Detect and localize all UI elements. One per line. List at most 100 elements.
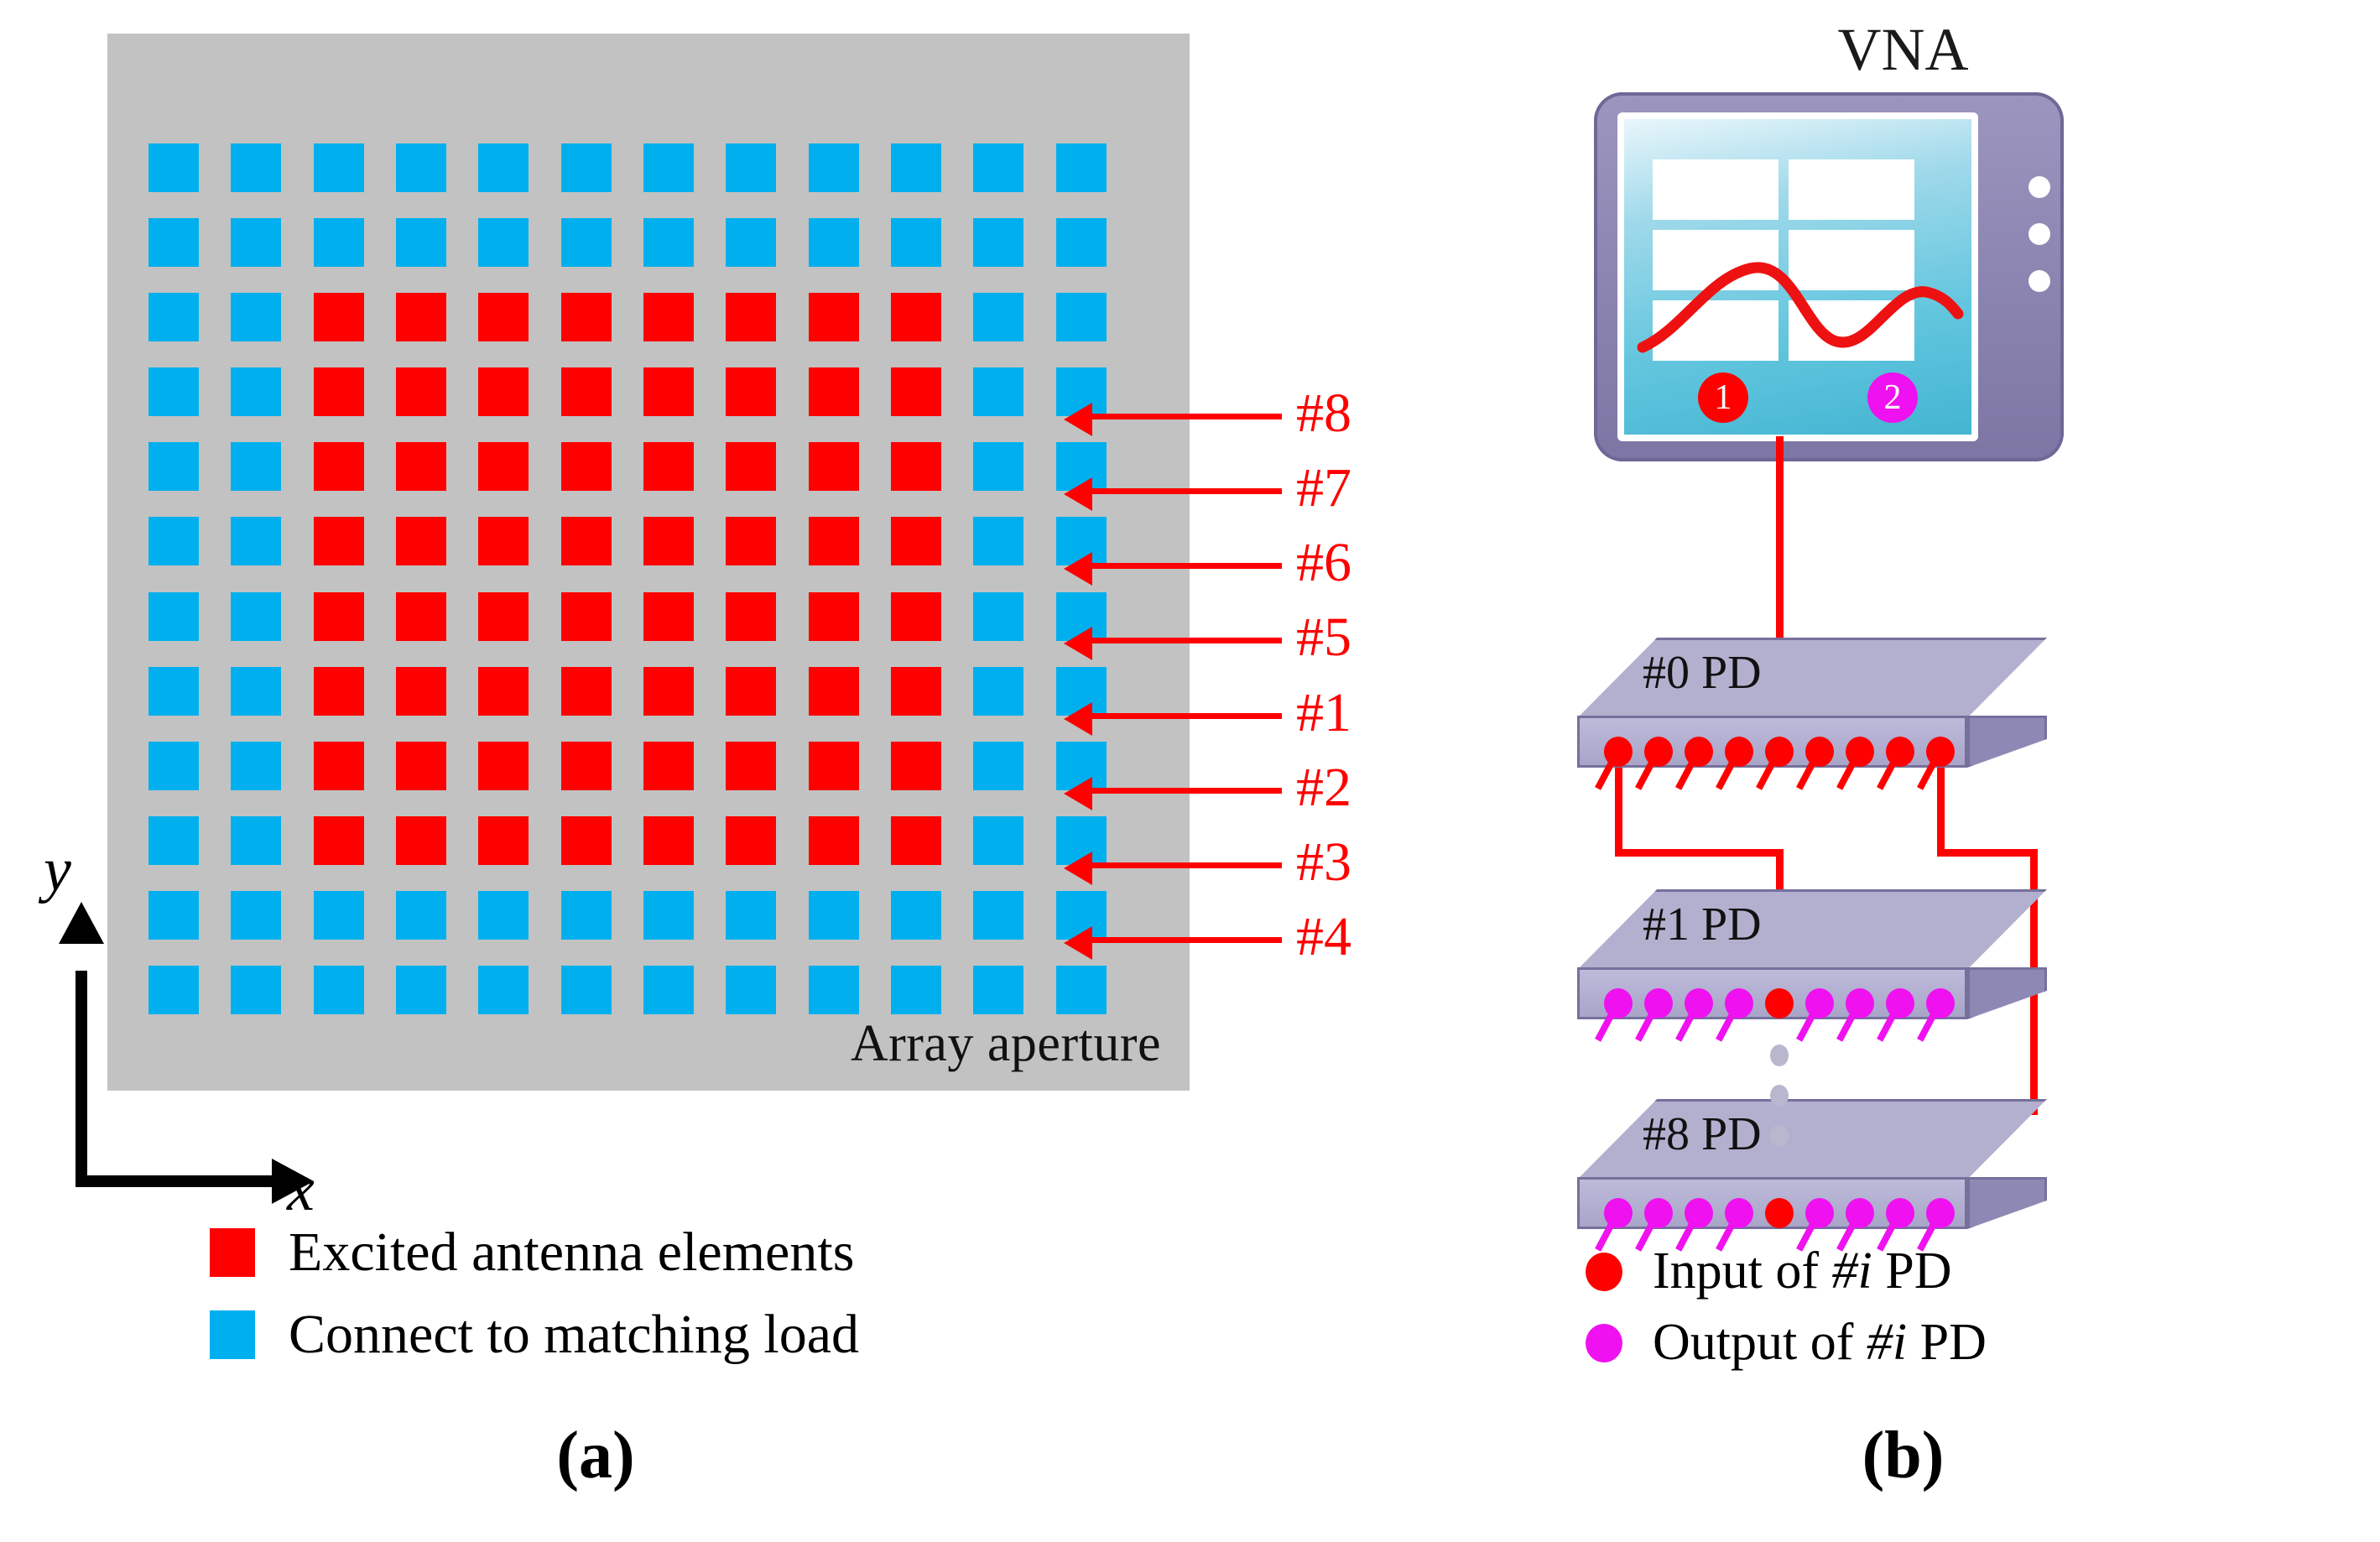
- antenna-element-excited: [891, 517, 942, 566]
- antenna-cell: [710, 728, 792, 803]
- pd-input-pin: [1765, 1198, 1794, 1228]
- antenna-element-matched: [973, 517, 1024, 566]
- antenna-cell: [628, 205, 710, 279]
- antenna-element-matched: [313, 143, 364, 192]
- antenna-cell: [710, 953, 792, 1028]
- antenna-element-matched: [231, 741, 282, 790]
- antenna-cell: [462, 728, 544, 803]
- antenna-element-excited: [560, 442, 612, 492]
- antenna-element-matched: [973, 217, 1024, 267]
- array-aperture-label: Array aperture: [850, 1015, 1161, 1072]
- antenna-element-matched: [560, 966, 612, 1015]
- antenna-element-excited: [396, 442, 447, 492]
- antenna-element-excited: [808, 816, 859, 866]
- pd-output-pin: [1926, 988, 1955, 1018]
- panel-b-measurement-setup: VNA 1 2: [1426, 0, 2380, 1542]
- antenna-element-excited: [808, 741, 859, 790]
- antenna-element-matched: [808, 966, 859, 1015]
- antenna-cell: [793, 130, 875, 205]
- antenna-cell: [215, 354, 297, 429]
- antenna-element-excited: [726, 741, 777, 790]
- antenna-element-excited: [560, 816, 612, 866]
- antenna-cell: [298, 130, 380, 205]
- vna-button-group[interactable]: [2028, 176, 2050, 317]
- antenna-element-matched: [396, 217, 447, 267]
- antenna-element-excited: [560, 517, 612, 566]
- antenna-element-matched: [148, 143, 200, 192]
- pd-output-pin: [1805, 1198, 1834, 1228]
- legend-label: Connect to matching load: [289, 1304, 860, 1365]
- antenna-element-excited: [560, 292, 612, 341]
- pd-output-pin: [1725, 988, 1753, 1018]
- antenna-element-matched: [560, 143, 612, 192]
- vna-button-3[interactable]: [2028, 270, 2050, 292]
- antenna-element-matched: [891, 217, 942, 267]
- vna-port-2-marker[interactable]: 2: [1867, 372, 1918, 423]
- row-label: #7: [1296, 457, 1351, 519]
- antenna-element-matched: [726, 891, 777, 940]
- antenna-element-excited: [313, 292, 364, 341]
- antenna-element-matched: [973, 966, 1024, 1015]
- pd-board-top-face: [1577, 638, 2047, 718]
- x-axis-line: [76, 1175, 275, 1187]
- antenna-cell: [298, 279, 380, 354]
- antenna-element-grid: [133, 130, 1122, 1028]
- antenna-cell: [462, 205, 544, 279]
- antenna-element-excited: [808, 666, 859, 716]
- antenna-cell: [793, 504, 875, 579]
- pd-board-label: #8 PD: [1643, 1108, 1762, 1160]
- antenna-cell: [957, 803, 1039, 878]
- antenna-cell: [628, 579, 710, 654]
- vna-screen-pane: [1653, 159, 1778, 220]
- antenna-element-matched: [726, 966, 777, 1015]
- antenna-cell: [793, 205, 875, 279]
- antenna-cell: [298, 878, 380, 953]
- antenna-cell: [298, 205, 380, 279]
- antenna-cell: [628, 354, 710, 429]
- antenna-cell: [957, 728, 1039, 803]
- antenna-element-excited: [560, 741, 612, 790]
- antenna-element-matched: [231, 591, 282, 641]
- legend-dot: [1586, 1323, 1622, 1362]
- row-label: #5: [1296, 607, 1351, 669]
- antenna-element-excited: [643, 442, 695, 492]
- antenna-cell: [462, 953, 544, 1028]
- antenna-cell: [462, 803, 544, 878]
- vna-button-2[interactable]: [2028, 223, 2050, 245]
- antenna-cell: [1040, 205, 1122, 279]
- array-aperture: Array aperture: [107, 34, 1190, 1091]
- antenna-element-matched: [1055, 143, 1107, 192]
- antenna-element-excited: [478, 591, 529, 641]
- antenna-cell: [133, 130, 215, 205]
- vna-port-1-marker[interactable]: 1: [1698, 372, 1748, 423]
- pd-board-side: [1966, 967, 2047, 1019]
- cable-pd0-left-down: [1615, 755, 1622, 856]
- antenna-cell: [133, 354, 215, 429]
- antenna-element-matched: [643, 217, 695, 267]
- legend-item: Input of #i PD: [1586, 1242, 1987, 1301]
- antenna-element-excited: [726, 816, 777, 866]
- vna-screen-pane: [1789, 159, 1914, 220]
- antenna-element-excited: [643, 666, 695, 716]
- antenna-cell: [875, 878, 957, 953]
- row-pointer-arrow-icon: [1064, 851, 1282, 885]
- legend-label: Input of #i PD: [1653, 1242, 1952, 1300]
- vna-button-1[interactable]: [2028, 176, 2050, 198]
- pd-input-pin: [1685, 737, 1713, 767]
- antenna-cell: [545, 130, 628, 205]
- pd-output-pin: [1886, 1198, 1914, 1228]
- antenna-cell: [710, 579, 792, 654]
- pd-output-pin: [1604, 988, 1633, 1018]
- antenna-cell: [215, 654, 297, 728]
- antenna-element-excited: [313, 517, 364, 566]
- antenna-cell: [133, 579, 215, 654]
- antenna-cell: [875, 130, 957, 205]
- pd-board: #8 PD: [1577, 1099, 2047, 1252]
- antenna-cell: [957, 130, 1039, 205]
- antenna-cell: [875, 504, 957, 579]
- row-label: #8: [1296, 382, 1351, 444]
- antenna-cell: [710, 654, 792, 728]
- legend-item: Connect to matching load: [210, 1303, 859, 1367]
- antenna-element-matched: [560, 891, 612, 940]
- antenna-cell: [545, 579, 628, 654]
